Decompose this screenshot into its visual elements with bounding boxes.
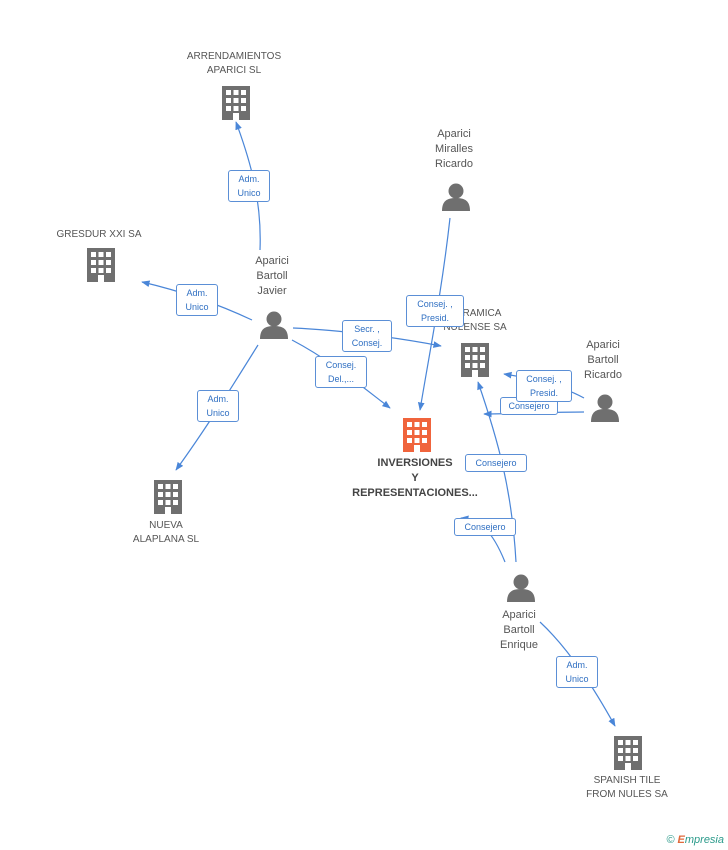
edge-label-enrique-spanish[interactable]: Adm. Unico bbox=[556, 656, 598, 688]
label-line: REPRESENTACIONES... bbox=[352, 487, 478, 499]
label-line: Del.,... bbox=[327, 374, 354, 384]
label-line: Adm. bbox=[186, 288, 208, 298]
building-icon bbox=[614, 736, 642, 770]
edge-label-javier-gresdur[interactable]: Adm. Unico bbox=[176, 284, 218, 316]
copyright-symbol: © bbox=[666, 834, 675, 846]
label-line: Consejero bbox=[508, 401, 550, 411]
edge-label-ricardo-presid[interactable]: Consej. , Presid. bbox=[516, 370, 572, 402]
person-icon bbox=[260, 311, 288, 339]
edge-label-miralles-inversiones[interactable]: Consej. , Presid. bbox=[406, 295, 464, 327]
label-line: Adm. bbox=[207, 394, 229, 404]
node-label-nueva-alaplana[interactable]: NUEVA ALAPLANA SL bbox=[116, 519, 216, 547]
building-icon bbox=[87, 248, 115, 282]
label-line: Bartoll bbox=[503, 624, 535, 636]
label-line: FROM NULES SA bbox=[586, 789, 668, 800]
label-line: Unico bbox=[565, 674, 589, 684]
building-icon bbox=[461, 343, 489, 377]
label-line: Presid. bbox=[420, 313, 449, 323]
person-icon bbox=[507, 574, 535, 602]
person-icon bbox=[442, 183, 470, 211]
empresia-logo: © Empresia bbox=[666, 834, 724, 846]
edge-label-enrique-inversiones[interactable]: Consejero bbox=[454, 518, 516, 536]
label-line: Javier bbox=[257, 285, 287, 297]
edge-label-javier-ceramica[interactable]: Secr. , Consej. bbox=[342, 320, 392, 352]
node-label-javier[interactable]: Aparici Bartoll Javier bbox=[232, 254, 312, 299]
label-line: Ricardo bbox=[435, 158, 473, 170]
label-line: Ricardo bbox=[584, 369, 622, 381]
label-line: Aparici bbox=[502, 609, 536, 621]
label-line: Aparici bbox=[255, 255, 289, 267]
label-line: Unico bbox=[206, 408, 230, 418]
label-line: Presid. bbox=[529, 388, 558, 398]
label-line: Consejero bbox=[475, 458, 517, 468]
node-label-arrendamientos[interactable]: ARRENDAMIENTOS APARICI SL bbox=[176, 50, 292, 78]
node-label-gresdur[interactable]: GRESDUR XXI SA bbox=[44, 228, 154, 242]
label-line: Enrique bbox=[500, 639, 538, 651]
label-line: Consej. bbox=[351, 338, 383, 348]
label-line: APARICI SL bbox=[206, 65, 262, 76]
label-line: Adm. bbox=[238, 174, 260, 184]
label-line: Bartoll bbox=[587, 354, 619, 366]
node-label-ceramica[interactable]: CERAMICA NULENSE SA bbox=[432, 307, 518, 335]
edge-label-javier-inversiones[interactable]: Consej. Del.,... bbox=[315, 356, 367, 388]
label-line: Unico bbox=[237, 188, 261, 198]
label-line: NULENSE SA bbox=[443, 322, 507, 333]
label-line: Aparici bbox=[586, 339, 620, 351]
label-line: Y bbox=[411, 472, 419, 484]
label-line: NUEVA bbox=[149, 520, 183, 531]
label-line: Consej. , bbox=[526, 374, 562, 384]
label-line: Consej. bbox=[325, 360, 357, 370]
label-line: Secr. , bbox=[354, 324, 380, 334]
logo-initial: E bbox=[677, 834, 685, 846]
label-line: GRESDUR XXI SA bbox=[56, 229, 142, 240]
person-icon bbox=[591, 394, 619, 422]
label-line: ALAPLANA SL bbox=[132, 534, 200, 545]
node-label-miralles[interactable]: Aparici Miralles Ricardo bbox=[414, 127, 494, 172]
edge-label-javier-nueva[interactable]: Adm. Unico bbox=[197, 390, 239, 422]
label-line: ARRENDAMIENTOS bbox=[186, 51, 282, 62]
edge-label-enrique-ceramica[interactable]: Consejero bbox=[465, 454, 527, 472]
label-line: Miralles bbox=[435, 143, 473, 155]
node-label-ricardo[interactable]: Aparici Bartoll Ricardo bbox=[563, 338, 643, 383]
node-label-inversiones[interactable]: INVERSIONES Y REPRESENTACIONES... bbox=[340, 456, 490, 501]
label-line: Consejero bbox=[464, 522, 506, 532]
label-line: SPANISH TILE bbox=[593, 775, 661, 786]
label-line: Adm. bbox=[566, 660, 588, 670]
edge-label-javier-arrendamientos[interactable]: Adm. Unico bbox=[228, 170, 270, 202]
label-line: Unico bbox=[185, 302, 209, 312]
node-label-enrique[interactable]: Aparici Bartoll Enrique bbox=[479, 608, 559, 653]
building-icon bbox=[222, 86, 250, 120]
label-line: Bartoll bbox=[256, 270, 288, 282]
label-line: Consej. , bbox=[417, 299, 453, 309]
label-line: CERAMICA bbox=[448, 308, 502, 319]
building-icon bbox=[403, 418, 431, 452]
building-icon bbox=[154, 480, 182, 514]
logo-name: mpresia bbox=[684, 834, 724, 846]
label-line: INVERSIONES bbox=[377, 457, 453, 469]
node-label-spanish-tile[interactable]: SPANISH TILE FROM NULES SA bbox=[574, 774, 680, 802]
label-line: Aparici bbox=[437, 128, 471, 140]
